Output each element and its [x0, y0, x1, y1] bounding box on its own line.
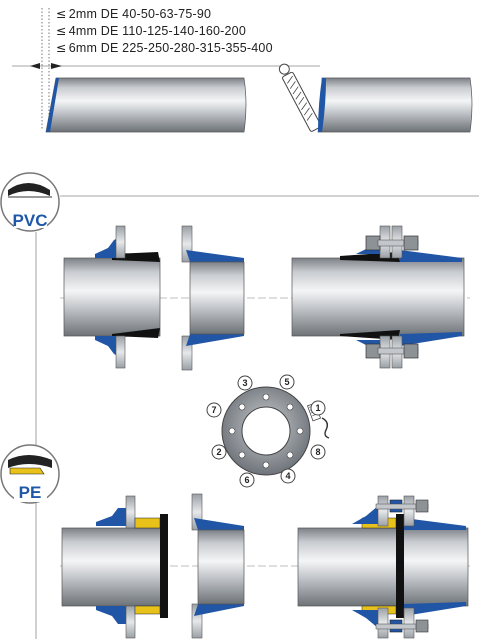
gasket-yellow-bottom	[134, 605, 161, 615]
bolt-number-label: 5	[284, 377, 289, 387]
less-equal-symbol: ≤	[56, 40, 67, 55]
bevel-section	[12, 8, 473, 133]
bevel-edge	[318, 78, 326, 132]
pipe-body	[63, 257, 161, 337]
pvc-assembled	[291, 225, 465, 369]
rotation-arrow-icon	[321, 417, 330, 439]
stub-end-bottom	[186, 332, 244, 346]
bolt-number-circle	[239, 472, 255, 488]
pvc-badge	[0, 172, 60, 232]
stub-end-top	[186, 250, 244, 262]
bolt-top-icon	[375, 499, 429, 513]
stub-flange-top	[181, 225, 193, 263]
arrow-left-icon	[51, 63, 62, 69]
pe-assembled	[297, 495, 469, 639]
bolt-holes	[228, 393, 304, 469]
bolt-number-label: 3	[242, 378, 247, 388]
bolt-number-label: 2	[216, 447, 221, 457]
bolt-number-label: 4	[285, 471, 290, 481]
bolt-number-label: 1	[315, 403, 320, 413]
loose-flange-bottom	[96, 606, 128, 624]
bolt-number-label: 6	[244, 475, 249, 485]
bevel-spec-3: ≤6mm DE 225-250-280-315-355-400	[56, 40, 273, 55]
bevel-spec-text: 2mm DE 40-50-63-75-90	[68, 7, 212, 21]
bolt-number-circle	[279, 374, 295, 390]
bolt-number-label: 8	[315, 447, 320, 457]
pipe-body	[189, 261, 245, 335]
pvc-disassembled	[60, 225, 470, 371]
flange-ring-top	[115, 225, 126, 259]
flange-ring-bottom	[115, 335, 126, 369]
pe-badge	[0, 444, 60, 504]
bevel-spec-1: ≤2mm DE 40-50-63-75-90	[56, 6, 211, 21]
pipe-body	[291, 257, 465, 337]
flange-bore	[241, 406, 291, 456]
stub-end-bottom	[400, 332, 462, 346]
gasket-yellow-top	[134, 517, 161, 529]
pipe-body	[61, 527, 167, 607]
bolt-number-circle	[206, 402, 222, 418]
pe-disassembled	[60, 493, 470, 639]
stub-end-top	[400, 250, 462, 262]
arrow-right-icon	[30, 63, 40, 69]
pipe-body	[297, 527, 469, 607]
pe-label: PE	[19, 483, 42, 502]
less-equal-symbol: ≤	[56, 6, 67, 21]
stub-flange-bottom	[181, 335, 193, 371]
bolt-sequence-diagram	[221, 386, 330, 476]
bevel-edge	[46, 78, 59, 132]
bolt-bottom-icon	[365, 343, 419, 359]
loose-flange-top	[96, 508, 128, 526]
pvc-label: PVC	[13, 211, 48, 230]
bolt-bottom-icon	[375, 619, 429, 633]
bevel-spec-2: ≤4mm DE 110-125-140-160-200	[56, 23, 246, 38]
bolt-number-labels: 1 2 3 4 5 6 7 8	[206, 374, 326, 488]
bolt-top-icon	[365, 235, 419, 251]
bolt-number-circle	[310, 400, 326, 416]
bevel-spec-text: 6mm DE 225-250-280-315-355-400	[68, 41, 273, 55]
bolt-number-circle	[211, 444, 227, 460]
bolt-number-circle	[310, 444, 326, 460]
pipe-body	[197, 529, 245, 605]
bolt-number-circle	[280, 468, 296, 484]
straight-pipe	[317, 77, 473, 133]
file-tool-icon	[278, 63, 322, 132]
bevel-spec-text: 4mm DE 110-125-140-160-200	[68, 24, 246, 38]
bolt-number-label: 7	[211, 405, 216, 415]
bolt-number-circle	[237, 375, 253, 391]
less-equal-symbol: ≤	[56, 23, 67, 38]
gasket-bottom	[112, 328, 160, 338]
stub-end-black	[160, 514, 168, 618]
beveled-pipe	[45, 77, 247, 133]
